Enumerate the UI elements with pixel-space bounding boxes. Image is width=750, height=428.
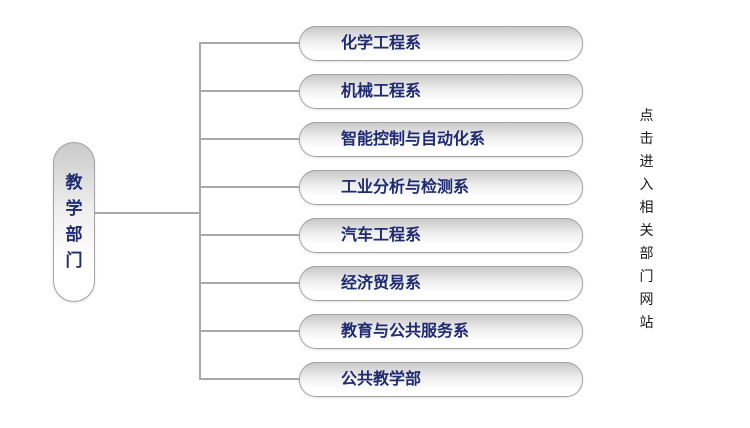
hint-text: 点击进入相关部门网站 bbox=[639, 107, 654, 330]
dept-node-8[interactable]: 公共教学部 bbox=[299, 362, 583, 397]
root-node-teaching-departments: 教学部门 bbox=[53, 142, 95, 302]
dept-node-label: 经济贸易系 bbox=[341, 275, 422, 292]
connector-branch-5 bbox=[200, 234, 300, 236]
dept-node-label: 工业分析与检测系 bbox=[341, 179, 470, 196]
dept-node-3[interactable]: 智能控制与自动化系 bbox=[299, 122, 583, 157]
dept-node-label: 教育与公共服务系 bbox=[341, 323, 470, 340]
root-node-label: 教学部门 bbox=[65, 173, 83, 270]
connector-branch-3 bbox=[200, 138, 300, 140]
connector-trunk bbox=[199, 42, 201, 380]
dept-node-label: 公共教学部 bbox=[341, 371, 422, 388]
connector-branch-6 bbox=[200, 282, 300, 284]
dept-node-4[interactable]: 工业分析与检测系 bbox=[299, 170, 583, 205]
dept-node-1[interactable]: 化学工程系 bbox=[299, 26, 583, 61]
connector-branch-7 bbox=[200, 330, 300, 332]
dept-node-2[interactable]: 机械工程系 bbox=[299, 74, 583, 109]
dept-node-label: 汽车工程系 bbox=[341, 227, 422, 244]
dept-node-label: 机械工程系 bbox=[341, 83, 422, 100]
dept-node-6[interactable]: 经济贸易系 bbox=[299, 266, 583, 301]
connector-branch-8 bbox=[200, 378, 300, 380]
connector-branch-2 bbox=[200, 90, 300, 92]
connector-branch-4 bbox=[200, 186, 300, 188]
dept-node-label: 化学工程系 bbox=[341, 35, 422, 52]
dept-node-5[interactable]: 汽车工程系 bbox=[299, 218, 583, 253]
dept-node-label: 智能控制与自动化系 bbox=[341, 131, 486, 148]
dept-node-7[interactable]: 教育与公共服务系 bbox=[299, 314, 583, 349]
connector-root bbox=[93, 212, 200, 214]
connector-branch-1 bbox=[200, 42, 300, 44]
